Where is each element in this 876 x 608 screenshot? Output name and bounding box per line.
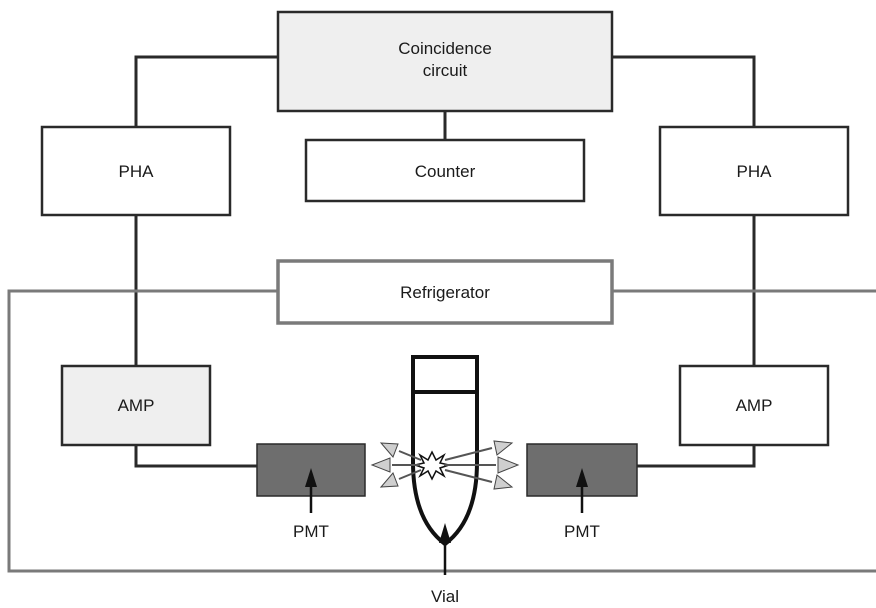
coincidence-circuit-box bbox=[276, 10, 614, 113]
pha-left-box bbox=[40, 125, 232, 217]
coincidence-circuit-label-line2: circuit bbox=[423, 61, 468, 80]
amp-right-label: AMP bbox=[736, 396, 773, 415]
arrow-icon bbox=[370, 457, 420, 473]
wire-right-amp-to-pmt bbox=[637, 445, 756, 468]
vial-pointer bbox=[439, 523, 451, 575]
pmt-left-label: PMT bbox=[293, 522, 329, 541]
pmt-right-pointer bbox=[576, 468, 588, 513]
starburst-icon bbox=[412, 450, 452, 481]
photon-arrows-left bbox=[370, 442, 422, 488]
amp-right-box bbox=[678, 364, 830, 447]
amp-left-box bbox=[60, 364, 212, 447]
vial bbox=[411, 355, 479, 547]
pha-right-label: PHA bbox=[737, 162, 773, 181]
refrigerator-enclosure bbox=[7, 289, 876, 573]
vial-label: Vial bbox=[431, 587, 459, 606]
amp-left-label: AMP bbox=[118, 396, 155, 415]
arrow-icon bbox=[444, 440, 514, 461]
counter-label: Counter bbox=[415, 162, 476, 181]
pmt-left-pointer bbox=[305, 468, 317, 513]
pha-right-box bbox=[658, 125, 850, 217]
arrow-icon bbox=[444, 469, 514, 490]
coincidence-circuit-label-line1: Coincidence bbox=[398, 39, 492, 58]
refrigerator-box bbox=[276, 259, 614, 325]
pha-left-label: PHA bbox=[119, 162, 155, 181]
wire-coincidence-to-left-pha bbox=[134, 55, 278, 127]
counter-box bbox=[304, 138, 586, 203]
refrigerator-label: Refrigerator bbox=[400, 283, 490, 302]
arrow-icon bbox=[379, 442, 422, 461]
photon-arrows-right bbox=[444, 440, 520, 490]
arrow-icon bbox=[379, 469, 422, 488]
pmt-right-label: PMT bbox=[564, 522, 600, 541]
vial-body bbox=[411, 355, 479, 547]
wire-coincidence-to-right-pha bbox=[612, 55, 756, 127]
arrow-icon bbox=[444, 456, 520, 474]
wire-left-amp-to-pmt bbox=[134, 445, 257, 468]
